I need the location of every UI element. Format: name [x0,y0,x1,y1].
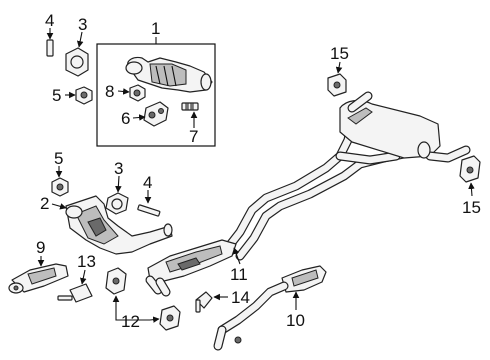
callout-4-top: 4 [45,11,54,30]
callout-6: 6 [121,109,130,128]
leader-3-top [76,31,84,48]
callout-8: 8 [105,82,114,101]
callout-13: 13 [77,252,96,271]
leader-15-upper [335,61,343,74]
hanger-part-upper [327,73,347,97]
resonator-pipe-part [145,239,237,297]
nut-part [129,84,146,102]
nut-part-middle [51,177,69,197]
tailpipe-muffler-part [8,263,69,294]
leader-6 [132,114,146,121]
leader-12-b [149,316,160,323]
leader-11 [232,247,241,265]
leader-2 [51,203,67,210]
leader-13 [80,269,87,285]
callout-5-top: 5 [52,86,61,105]
callout-5-mid: 5 [54,149,63,168]
callout-1: 1 [151,19,160,38]
callout-12: 12 [121,312,140,331]
hanger-part-lower [459,155,481,183]
leader-8 [117,88,130,95]
nut-part-left [75,86,93,105]
callout-4-mid: 4 [143,173,152,192]
callout-15-lower: 15 [462,198,481,217]
exhaust-pipe-system [221,113,409,261]
stud-bolt-part [181,102,199,111]
leader-15-lower [468,182,475,197]
rear-muffler-part [339,91,471,163]
callout-14: 14 [231,288,250,307]
callout-9: 9 [36,238,45,257]
rear-tailpipe-part [213,265,327,351]
hanger-bracket-part [195,291,213,313]
leader-12 [112,295,150,321]
heat-shield-bracket-part [57,283,93,303]
callout-2: 2 [40,194,49,213]
gasket-part-middle [105,192,129,215]
callout-3-mid: 3 [114,159,123,178]
callout-10: 10 [286,311,305,330]
callout-11: 11 [230,265,248,284]
callout-7: 7 [189,127,198,146]
catalytic-converter-part [125,56,213,93]
callout-3-top: 3 [78,15,87,34]
bracket-part [143,101,169,127]
front-converter-part [65,195,173,255]
gasket-part-top [65,47,89,77]
insulator-part-lower [159,305,181,331]
pin-part-top [46,39,54,57]
callout-15-upper: 15 [330,44,349,63]
leader-3-mid [115,175,122,193]
insulator-part-upper [105,267,127,295]
pin-part-middle [137,204,161,217]
